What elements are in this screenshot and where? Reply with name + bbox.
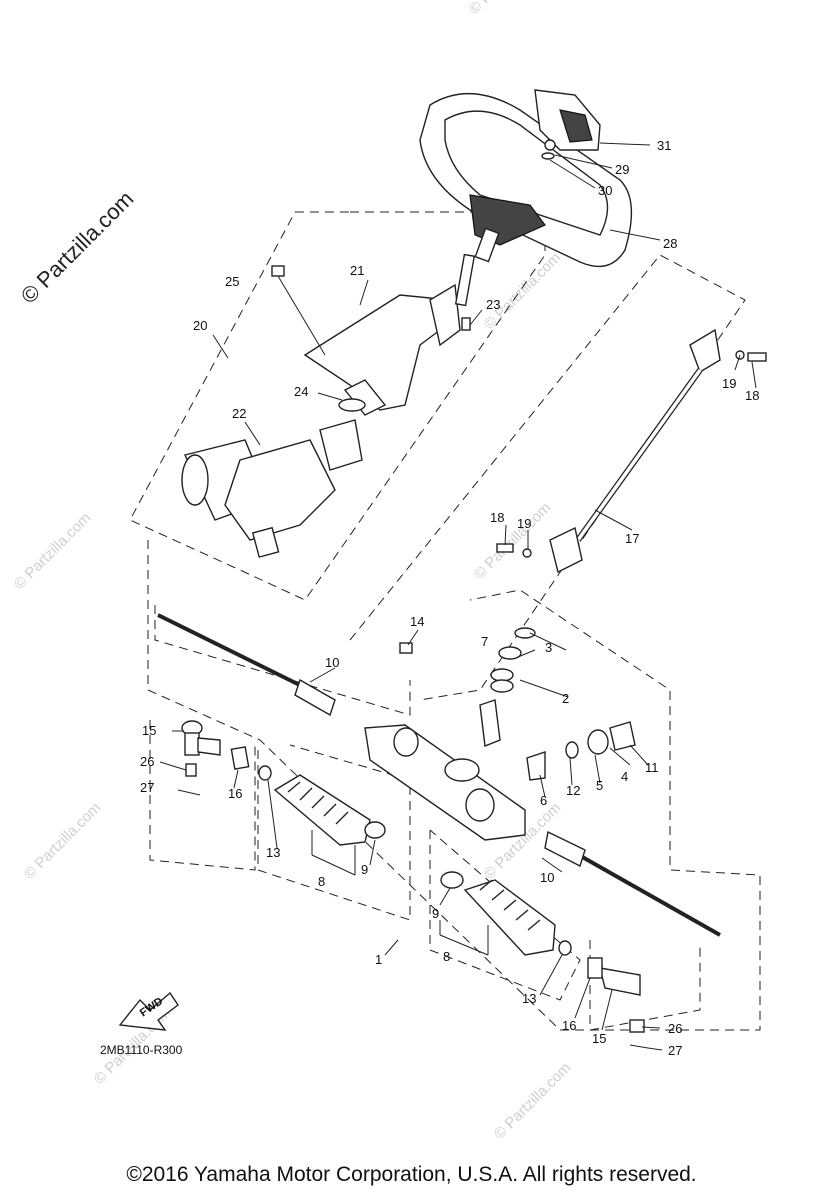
callout-5[interactable]: 5 [596, 778, 603, 793]
column-bracket[interactable] [303, 253, 476, 416]
rack-housing[interactable] [364, 724, 526, 841]
watermark-repeat: © Partzilla.com [471, 499, 554, 582]
eps-unit[interactable] [181, 419, 363, 558]
left-tierod-boundary [149, 720, 256, 871]
steering-wheel[interactable] [419, 92, 633, 268]
callout-22[interactable]: 22 [232, 406, 246, 421]
callout-19a[interactable]: 19 [722, 376, 736, 391]
right-boot[interactable] [440, 871, 572, 956]
left-rack-rod[interactable] [157, 613, 336, 717]
callout-29[interactable]: 29 [615, 162, 629, 177]
callout-9a[interactable]: 9 [361, 862, 368, 877]
callout-15b[interactable]: 15 [592, 1031, 606, 1046]
callout-18a[interactable]: 18 [745, 388, 759, 403]
right-tie-rod-end[interactable] [587, 957, 649, 1049]
bushing-24[interactable] [338, 398, 366, 412]
callout-4[interactable]: 4 [621, 769, 628, 784]
callout-7[interactable]: 7 [481, 634, 488, 649]
watermark-repeat: © Partzilla.com [481, 249, 564, 332]
callout-23[interactable]: 23 [486, 297, 500, 312]
watermark-main: © Partzilla.com [16, 186, 139, 309]
pinion-seals[interactable] [479, 627, 536, 747]
callout-16a[interactable]: 16 [228, 786, 242, 801]
callout-10a[interactable]: 10 [325, 655, 339, 670]
callout-13a[interactable]: 13 [266, 845, 280, 860]
callout-13b[interactable]: 13 [522, 991, 536, 1006]
column-assembly-boundary [129, 211, 546, 601]
right-rack-rod[interactable] [544, 830, 721, 937]
diagram-code: 2MB1110-R300 [100, 1043, 183, 1057]
callout-19b[interactable]: 19 [517, 516, 531, 531]
callout-20[interactable]: 20 [193, 318, 207, 333]
callout-16b[interactable]: 16 [562, 1018, 576, 1033]
callout-21[interactable]: 21 [350, 263, 364, 278]
left-boot-boundary [257, 744, 411, 921]
shaft-boundary [349, 254, 746, 701]
bolt-25[interactable] [271, 265, 326, 356]
wheel-nut[interactable] [541, 139, 556, 160]
fwd-arrow: FWD [118, 991, 179, 1031]
callout-14[interactable]: 14 [410, 614, 424, 629]
callout-31[interactable]: 31 [657, 138, 671, 153]
watermark-repeat: © Partzilla.com [21, 799, 104, 882]
callout-10b[interactable]: 10 [540, 870, 554, 885]
callout-18b[interactable]: 18 [490, 510, 504, 525]
callout-9b[interactable]: 9 [432, 906, 439, 921]
right-boot-boundary [429, 829, 581, 1001]
callout-30[interactable]: 30 [598, 183, 612, 198]
callout-11[interactable]: 11 [645, 760, 659, 775]
left-tie-rod-end[interactable] [177, 720, 250, 796]
callout-8b[interactable]: 8 [443, 949, 450, 964]
bolt-18-upper[interactable] [735, 350, 767, 362]
watermark-repeat: © Partzilla.com [466, 0, 549, 18]
callout-27a[interactable]: 27 [140, 780, 154, 795]
right-tierod-boundary [589, 940, 701, 1031]
callout-17[interactable]: 17 [625, 531, 639, 546]
wheel-cover[interactable] [534, 89, 601, 151]
callout-27b[interactable]: 27 [668, 1043, 682, 1058]
callout-1[interactable]: 1 [375, 952, 382, 967]
left-rod-boundary [154, 605, 411, 716]
left-boot[interactable] [258, 765, 386, 846]
callout-3[interactable]: 3 [545, 640, 552, 655]
bolt-18-lower[interactable] [496, 543, 532, 558]
watermark-repeat: © Partzilla.com [11, 509, 94, 592]
bolt-14[interactable] [399, 642, 413, 654]
callout-12[interactable]: 12 [566, 783, 580, 798]
callout-15a[interactable]: 15 [142, 723, 156, 738]
rack-adjuster[interactable] [526, 721, 636, 781]
callout-28[interactable]: 28 [663, 236, 677, 251]
callout-26a[interactable]: 26 [140, 754, 154, 769]
bolt-23[interactable] [461, 317, 471, 331]
rack-assembly-boundary [147, 540, 761, 1031]
callouts: 31 29 30 28 25 21 23 20 19 18 24 22 18 1… [140, 138, 759, 1058]
callout-24[interactable]: 24 [294, 384, 308, 399]
copyright-notice: ©2016 Yamaha Motor Corporation, U.S.A. A… [126, 1163, 697, 1186]
callout-6[interactable]: 6 [540, 793, 547, 808]
watermark-repeat: © Partzilla.com [491, 1059, 574, 1142]
callout-8a[interactable]: 8 [318, 874, 325, 889]
callout-26b[interactable]: 26 [668, 1021, 682, 1036]
callout-25[interactable]: 25 [225, 274, 239, 289]
callout-2[interactable]: 2 [562, 691, 569, 706]
leader-lines [159, 142, 757, 1051]
